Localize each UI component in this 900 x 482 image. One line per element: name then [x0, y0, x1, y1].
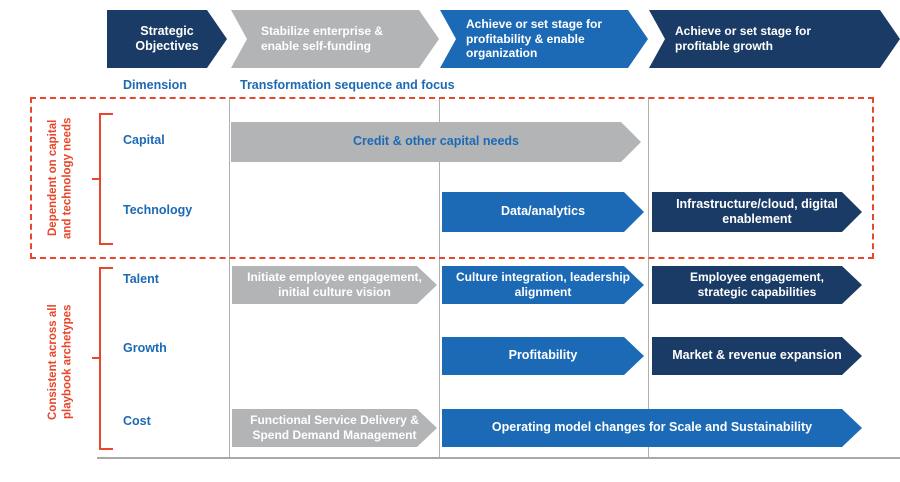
bar-talent-initiate-employee-engagement: Initiate employee engagement, initial cu… — [232, 266, 437, 304]
dimension-label-capital: Capital — [123, 133, 165, 147]
bar-growth-profitability: Profitability — [442, 337, 644, 375]
dimension-label-technology: Technology — [123, 203, 193, 217]
bar-cost-functional-service-delivery: Functional Service Delivery & Spend Dema… — [232, 409, 437, 447]
bar-label: Initiate employee engagement, initial cu… — [247, 270, 422, 299]
gridline-col1 — [229, 97, 230, 457]
bar-label: Culture integration, leadership alignmen… — [455, 270, 631, 299]
bar-capital-credit-other-capital-needs: Credit & other capital needs — [231, 122, 641, 162]
gridline-col3 — [648, 97, 649, 457]
bar-label: Functional Service Delivery & Spend Dema… — [250, 413, 419, 442]
dimension-label-growth: Growth — [123, 341, 167, 355]
phase-arrow-label: Strategic Objectives — [135, 23, 199, 53]
dimension-label-talent: Talent — [123, 272, 159, 286]
group-brace-playbook-archetypes — [99, 267, 113, 450]
phase-arrow-strategic-objectives: Strategic Objectives — [107, 10, 227, 68]
bar-cost-operating-model-changes: Operating model changes for Scale and Su… — [442, 409, 862, 447]
bar-talent-employee-engagement: Employee engagement, strategic capabilit… — [652, 266, 862, 304]
bar-label: Infrastructure/cloud, digital enablement — [676, 196, 838, 226]
phase-arrow-achieve-profitability: Achieve or set stage for profitability &… — [440, 10, 648, 68]
phase-arrow-label: Achieve or set stage for profitable grow… — [675, 24, 812, 53]
phase-arrow-profitable-growth: Achieve or set stage for profitable grow… — [649, 10, 900, 68]
caption-transformation-sequence: Transformation sequence and focus — [240, 78, 455, 92]
bar-label: Profitability — [508, 348, 578, 363]
group-brace-tick-2 — [92, 357, 99, 359]
bar-technology-infrastructure-cloud: Infrastructure/cloud, digital enablement — [652, 192, 862, 232]
group-label-capital-technology: Dependent on capital and technology need… — [47, 117, 74, 239]
bar-growth-market-revenue-expansion: Market & revenue expansion — [652, 337, 862, 375]
group-brace-tick-1 — [92, 178, 99, 180]
bar-label: Operating model changes for Scale and Su… — [491, 420, 813, 435]
bar-talent-culture-integration: Culture integration, leadership alignmen… — [442, 266, 644, 304]
bar-label: Employee engagement, strategic capabilit… — [689, 270, 825, 299]
baseline-axis — [97, 457, 900, 459]
group-brace-capital-technology — [99, 113, 113, 245]
caption-dimension: Dimension — [123, 78, 187, 92]
dimension-label-cost: Cost — [123, 414, 151, 428]
bar-label: Market & revenue expansion — [672, 348, 842, 363]
bar-label: Credit & other capital needs — [352, 134, 519, 149]
phase-arrow-label: Achieve or set stage for profitability &… — [466, 17, 603, 61]
gridline-col2 — [439, 97, 440, 457]
phase-arrow-stabilize-enterprise: Stabilize enterprise & enable self-fundi… — [231, 10, 439, 68]
phase-arrow-label: Stabilize enterprise & enable self-fundi… — [261, 24, 384, 53]
bar-label: Data/analytics — [500, 204, 586, 219]
group-box-capital-technology — [30, 97, 874, 259]
bar-technology-data-analytics: Data/analytics — [442, 192, 644, 232]
group-label-playbook-archetypes: Consistent across all playbook archetype… — [47, 304, 74, 420]
